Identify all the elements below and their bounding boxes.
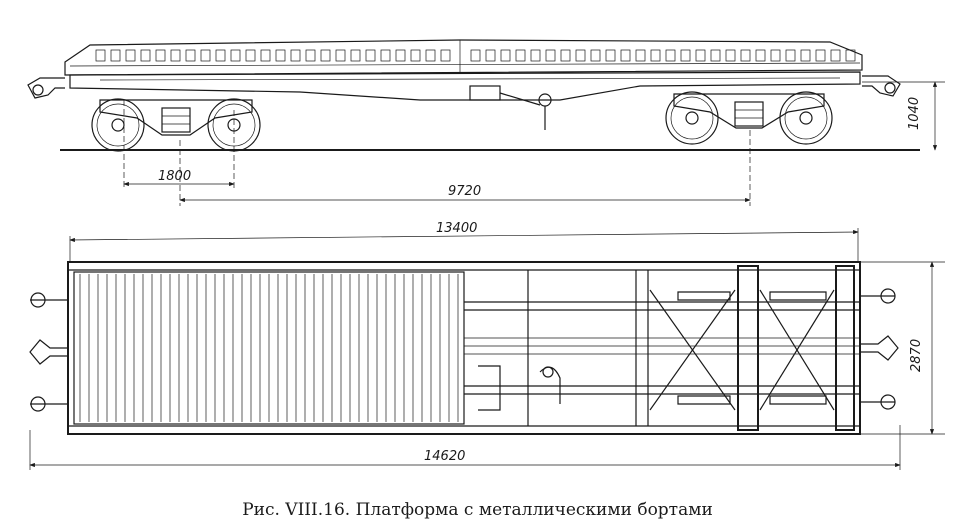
underframe-section <box>464 265 860 431</box>
side-board-panel <box>815 49 826 62</box>
side-board-panel <box>485 49 496 62</box>
side-board-panel <box>275 49 286 62</box>
side-board-panel <box>770 49 781 62</box>
floor-planks <box>73 271 465 425</box>
center-sill <box>69 71 861 101</box>
side-board-panel <box>335 49 346 62</box>
side-board-panel <box>305 49 316 62</box>
side-board-panel <box>845 49 856 62</box>
side-view: 1800 9720 1040 <box>27 39 945 206</box>
side-board-panel <box>320 49 331 62</box>
side-board-panel <box>140 49 151 62</box>
side-board-panel <box>260 49 271 62</box>
side-board-panel <box>215 49 226 62</box>
side-board-panel <box>410 49 421 62</box>
side-board-panel <box>290 49 301 62</box>
side-board-panel <box>500 49 511 62</box>
side-board-panel <box>170 49 181 62</box>
side-board-panel <box>110 49 121 62</box>
side-board-panel <box>680 49 691 62</box>
side-board-panel <box>365 49 376 62</box>
side-board-panel <box>755 49 766 62</box>
side-board-panel <box>650 49 661 62</box>
side-board-panel <box>185 49 196 62</box>
side-board-panel <box>245 49 256 62</box>
side-board-panel <box>380 49 391 62</box>
left-end-fittings <box>29 292 68 412</box>
side-board-panel <box>575 49 586 62</box>
side-board-panel <box>530 49 541 62</box>
side-board-panel <box>545 49 556 62</box>
side-board-panel <box>590 49 601 62</box>
right-end-fittings <box>860 288 899 410</box>
dim-coupler-length: 14620 <box>424 449 465 464</box>
left-coupler <box>27 77 65 99</box>
side-board-panel <box>620 49 631 62</box>
right-coupler <box>862 75 901 97</box>
side-board-panel <box>125 49 136 62</box>
side-board-panel <box>155 49 166 62</box>
side-board-panel <box>560 49 571 62</box>
left-bogie <box>91 98 261 152</box>
side-board-panel <box>710 49 721 62</box>
side-board-panel <box>605 49 616 62</box>
side-board-panel <box>200 49 211 62</box>
dim-deck-height: 1040 <box>907 97 922 130</box>
side-board-panel <box>725 49 736 62</box>
side-board-panel <box>230 49 241 62</box>
side-board-panels <box>95 49 856 62</box>
side-board-panel <box>635 49 646 62</box>
side-board-panel <box>800 49 811 62</box>
side-board-panel <box>515 49 526 62</box>
side-board-panel <box>785 49 796 62</box>
side-board-outline <box>64 39 863 76</box>
side-board-panel <box>95 49 106 62</box>
side-board-panel <box>395 49 406 62</box>
dim-frame-length: 13400 <box>436 221 477 236</box>
side-board-panel <box>425 49 436 62</box>
side-board-panel <box>830 49 841 62</box>
dim-bogie-centers: 9720 <box>448 184 481 199</box>
side-board-panel <box>695 49 706 62</box>
figure-caption: Рис. VIII.16. Платформа с металлическими… <box>242 500 713 520</box>
dim-bogie-wheelbase: 1800 <box>158 169 191 184</box>
side-board-panel <box>440 49 451 62</box>
plan-view: 13400 <box>29 221 945 470</box>
side-board-panel <box>665 49 676 62</box>
side-board-panel <box>470 49 481 62</box>
side-board-panel <box>350 49 361 62</box>
dim-width: 2870 <box>909 339 924 372</box>
right-bogie <box>665 91 833 145</box>
side-board-panel <box>740 49 751 62</box>
